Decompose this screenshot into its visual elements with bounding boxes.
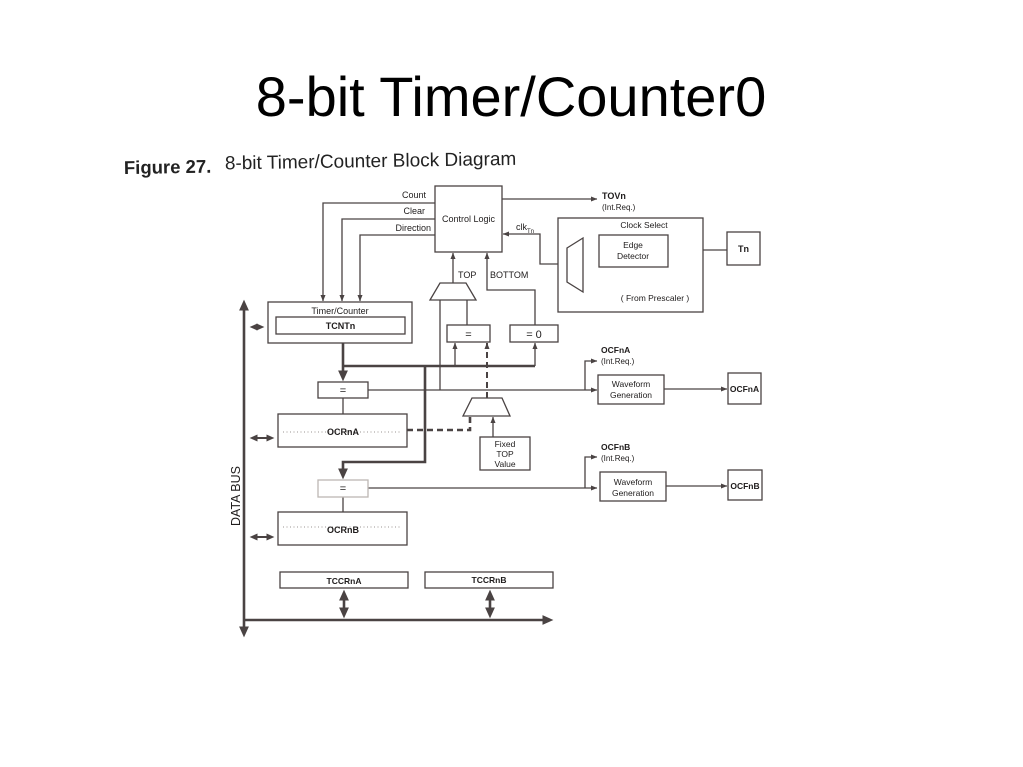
top-compare-box (446, 324, 491, 343)
tccra-register-label: TCCRnA (327, 576, 362, 586)
fixed-top-mux (461, 397, 512, 417)
fixed-top-box (479, 436, 531, 471)
output-a-box (727, 372, 762, 405)
compare-a-box (317, 381, 369, 399)
clock-select-label: Clock Select (620, 220, 668, 230)
clock-label-main: clk (516, 222, 527, 232)
bottom-label: BOTTOM (490, 270, 528, 280)
edge-detector-label-line2: Detector (617, 251, 649, 261)
diagram-blocks (267, 185, 763, 589)
figure-caption-text: 8-bit Timer/Counter Block Diagram (225, 149, 517, 175)
ocf-b-flag-label: OCFnB (601, 442, 630, 452)
ocf-b-interrupt-note: (Int.Req.) (601, 454, 635, 463)
output-a-label: OCFnA (730, 384, 759, 394)
data-bus-label: DATA BUS (229, 466, 243, 526)
output-b-box (727, 469, 763, 501)
ocf-b-flag-line (584, 454, 598, 488)
tccrb-register-label: TCCRnB (472, 575, 507, 585)
bottom-signal-line (484, 252, 536, 325)
ocf-a-flag-label: OCFnA (601, 345, 630, 355)
fixed-top-label-line1: Fixed (495, 439, 516, 449)
tcnt-to-compare-b-line (338, 366, 427, 480)
direction-label: Direction (395, 223, 431, 233)
fixed-top-label-line3: Value (494, 459, 515, 469)
tccra-register-box (279, 571, 409, 589)
bottom-compare-box (509, 324, 559, 343)
clock-mux (566, 236, 584, 294)
control-logic-box (434, 185, 503, 253)
fixed-top-label-line2: TOP (496, 449, 514, 459)
diagram-labels: Control Logic Count Clear Direction TOVn… (229, 190, 760, 586)
edge-detector-box (598, 234, 669, 268)
timer-counter-label: Timer/Counter (311, 306, 368, 316)
ocra-register-label: OCRnA (327, 427, 359, 437)
waveform-a-label-line1: Waveform (612, 379, 650, 389)
tov-interrupt-note: (Int.Req.) (602, 203, 636, 212)
clear-label: Clear (403, 206, 425, 216)
clear-signal-line (339, 218, 435, 302)
ocra-register-box (277, 413, 408, 448)
ocf-a-flag-line (584, 358, 598, 390)
tn-pin-label: Tn (738, 244, 749, 254)
count-label: Count (402, 190, 427, 200)
output-b-label: OCFnB (730, 481, 759, 491)
ocra-to-mux-dashed-line (407, 417, 472, 432)
control-logic-label: Control Logic (442, 214, 496, 224)
compare-b-box (317, 479, 369, 498)
tov-label: TOVn (602, 191, 626, 201)
count-signal-line (320, 202, 435, 302)
ocrb-register-box (277, 511, 408, 546)
top-compare-label: = (465, 329, 471, 341)
compare-b-label: = (340, 483, 346, 495)
top-label: TOP (458, 270, 476, 280)
figure-caption: Figure 27. 8-bit Timer/Counter Block Dia… (124, 149, 517, 178)
ocf-a-interrupt-note: (Int.Req.) (601, 357, 635, 366)
edge-detector-label-line1: Edge (623, 240, 643, 250)
tcnt-register-label: TCNTn (326, 321, 356, 331)
figure-number: Figure 27. (124, 156, 212, 178)
waveform-b-label-line2: Generation (612, 488, 654, 498)
clock-label-subscript: Tn (527, 229, 534, 235)
diagram-connections (239, 196, 728, 638)
bottom-compare-label: = 0 (526, 329, 542, 341)
top-mux (428, 282, 478, 301)
waveform-a-box (597, 374, 665, 405)
tcnt-register-box (275, 316, 406, 335)
waveform-a-label-line2: Generation (610, 390, 652, 400)
direction-signal-line (357, 234, 435, 302)
prescaler-label: ( From Prescaler ) (621, 293, 690, 303)
ocrb-register-label: OCRnB (327, 525, 359, 535)
waveform-b-box (599, 471, 667, 502)
slide-title: 8-bit Timer/Counter0 (256, 65, 766, 128)
tn-pin-box (726, 231, 761, 266)
compare-a-label: = (340, 385, 346, 397)
waveform-b-label-line1: Waveform (614, 477, 652, 487)
clock-signal-line (502, 231, 566, 265)
tccrb-register-box (424, 571, 554, 589)
clock-label: clkTn (516, 222, 534, 235)
